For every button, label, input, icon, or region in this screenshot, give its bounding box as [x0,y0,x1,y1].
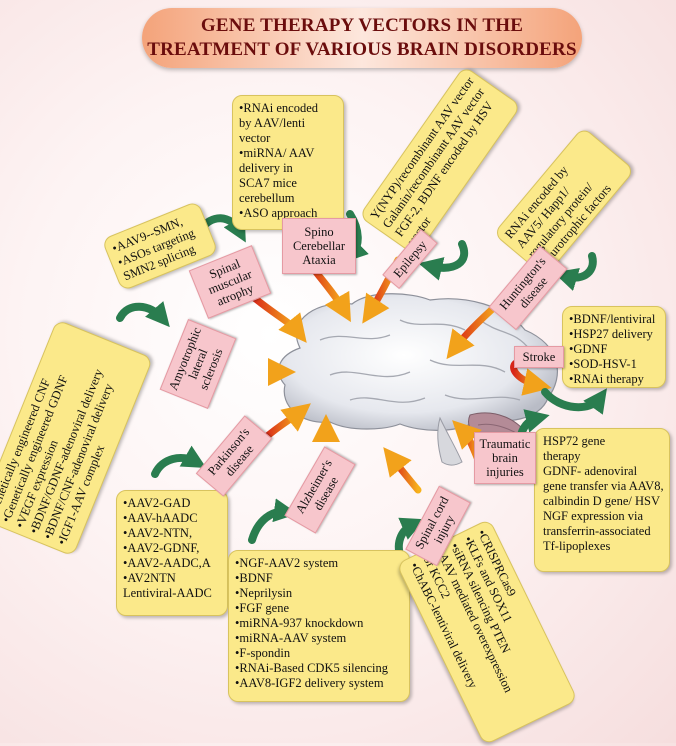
list-item: •AAV2-AADC,A [123,556,211,570]
list-item: •AAV-hAADC [123,511,198,525]
list-item: •FGF gene [235,601,290,615]
list-item: •RNAi therapy [569,372,644,386]
list-item: vector [239,131,271,145]
list-item: •AV2NTN [123,571,176,585]
list-item: •NGF-AAV2 system [235,556,339,570]
list-item: HSP72 gene [543,434,606,448]
sca-label-line: Cerebellar [292,239,346,253]
arrow-spinal-cord [383,447,422,494]
list-item: transferrin-associated [543,524,651,538]
list-item: •RNAi encoded [239,101,319,115]
green-arrow-parkinson [151,445,207,478]
list-item: •AAV2-NTN, [123,526,193,540]
list-item: •miRNA-AAV system [235,631,347,645]
list-item: •AAV8-IGF2 delivery system [235,676,384,690]
green-arrow-huntington [553,252,597,291]
list-item: •BDNF/lentiviral [569,312,656,326]
title-banner: GENE THERAPY VECTORS IN THE TREATMENT OF… [142,8,582,68]
sca-therapies-box: •RNAi encoded by AAV/lenti vector •miRNA… [232,95,344,230]
list-item: cerebellum [239,191,295,205]
list-item: •BDNF [235,571,273,585]
list-item: therapy [543,449,581,463]
stroke-label: Stroke [514,346,564,368]
title-line-2: TREATMENT OF VARIOUS BRAIN DISORDERS [147,39,577,60]
list-item: Lentiviral-AADC [123,586,212,600]
list-item: SCA7 mice [239,176,297,190]
title-line-1: GENE THERAPY VECTORS IN THE [200,15,524,36]
list-item: •ASO approach [239,206,318,220]
list-item: •F-spondin [235,646,291,660]
green-arrow-stroke [541,388,607,415]
tbi-label-line: injuries [486,465,524,479]
list-item: •miRNA/ AAV [239,146,315,160]
sca-label: Spino Cerebellar Ataxia [282,218,356,274]
stroke-therapies-box: •BDNF/lentiviral •HSP27 delivery •GDNF •… [562,306,666,388]
list-item: calbindin D gene/ HSV [543,494,660,508]
green-arrow-als [116,301,170,328]
list-item: •SOD-HSV-1 [569,357,637,371]
tbi-label: Traumatic brain injuries [474,432,536,484]
list-item: Tf-lipoplexes [543,539,611,553]
sca-label-line: Spino [304,225,334,239]
list-item: •AAV2-GAD [123,496,191,510]
green-arrow-epilepsy [418,240,468,281]
list-item: •Neprilysin [235,586,293,600]
list-item: GDNF- adenoviral [543,464,638,478]
list-item: by AAV/lenti [239,116,306,130]
list-item: •RNAi-Based CDK5 silencing [235,661,388,675]
list-item: •HSP27 delivery [569,327,653,341]
sca-label-line: Ataxia [302,253,336,267]
list-item: •miRNA-937 knockdown [235,616,364,630]
list-item: •GDNF [569,342,608,356]
arrow-sma [248,292,307,343]
alzheimer-therapies-box: •NGF-AAV2 system •BDNF •Neprilysin •FGF … [228,550,410,702]
list-item: delivery in [239,161,293,175]
tbi-label-line: brain [492,451,518,465]
arrow-parkinson [261,403,311,442]
parkinson-therapies-box: •AAV2-GAD •AAV-hAADC •AAV2-NTN, •AAV2-GD… [116,490,228,616]
green-arrow-alzheimer [248,498,298,544]
stroke-label-line: Stroke [522,350,556,364]
list-item: •AAV2-GDNF, [123,541,200,555]
tbi-therapies-box: HSP72 gene therapy GDNF- adenoviral gene… [534,428,670,572]
list-item: gene transfer via AAV8, [543,479,664,493]
tbi-label-line: Traumatic [479,437,531,451]
list-item: NGF expression via [543,509,643,523]
